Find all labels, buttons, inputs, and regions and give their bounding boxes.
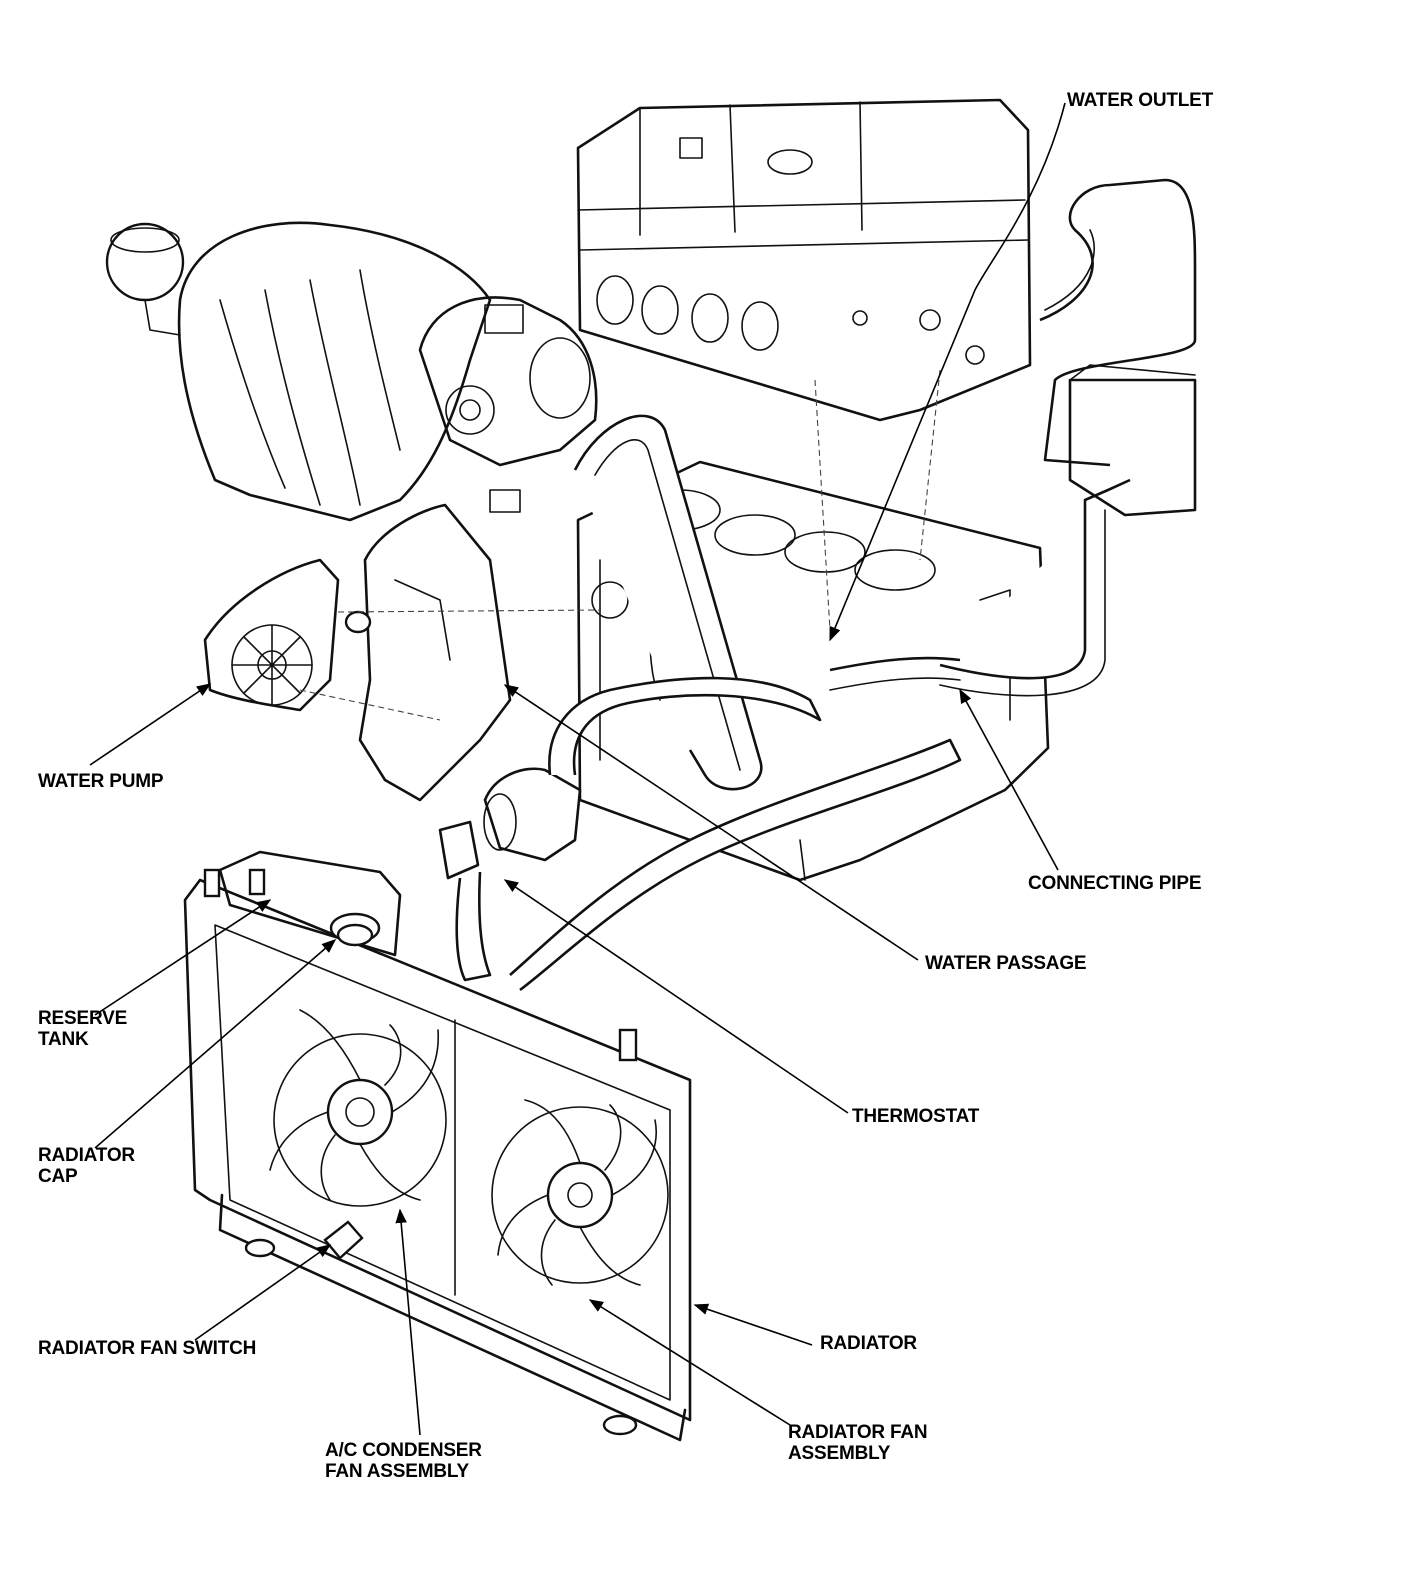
label-water-pump: WATER PUMP: [38, 771, 164, 792]
leader-thermostat: [503, 879, 849, 1114]
leader-water-outlet: [829, 102, 1066, 642]
leader-reserve-tank: [94, 899, 272, 1016]
leader-ac-condenser-fan: [395, 1208, 421, 1436]
assembly-guide-lines: [299, 369, 941, 721]
radiator-part: [183, 850, 692, 1442]
label-connecting-pipe: CONNECTING PIPE: [1028, 873, 1202, 894]
leader-water-pump: [89, 683, 212, 766]
water-pump-part: [203, 558, 340, 712]
leader-radiator-fan-switch: [194, 1244, 332, 1341]
label-radiator-fan-switch: RADIATOR FAN SWITCH: [38, 1338, 257, 1359]
leader-radiator-cap: [94, 939, 337, 1149]
leader-connecting-pipe: [959, 688, 1059, 871]
intake-manifold: [105, 221, 492, 522]
label-thermostat: THERMOSTAT: [852, 1106, 980, 1127]
label-reserve-tank: RESERVE TANK: [38, 1008, 128, 1050]
label-radiator-cap: RADIATOR CAP: [38, 1145, 135, 1187]
water-passage-part: [344, 503, 512, 802]
coolant-hoses: [455, 178, 1197, 992]
leader-lines: [89, 102, 1066, 1436]
label-ac-condenser-fan-assembly: A/C CONDENSER FAN ASSEMBLY: [325, 1440, 482, 1482]
throttle-body: [418, 296, 598, 513]
label-water-passage: WATER PASSAGE: [925, 953, 1087, 974]
leader-radiator: [693, 1303, 813, 1346]
cylinder-head: [576, 98, 1032, 422]
leader-radiator-fan: [588, 1299, 791, 1426]
label-radiator-fan-assembly: RADIATOR FAN ASSEMBLY: [788, 1422, 928, 1464]
label-radiator: RADIATOR: [820, 1333, 917, 1354]
thermostat-part: [438, 767, 582, 880]
label-water-outlet: WATER OUTLET: [1067, 90, 1214, 111]
leader-water-passage: [503, 684, 919, 961]
